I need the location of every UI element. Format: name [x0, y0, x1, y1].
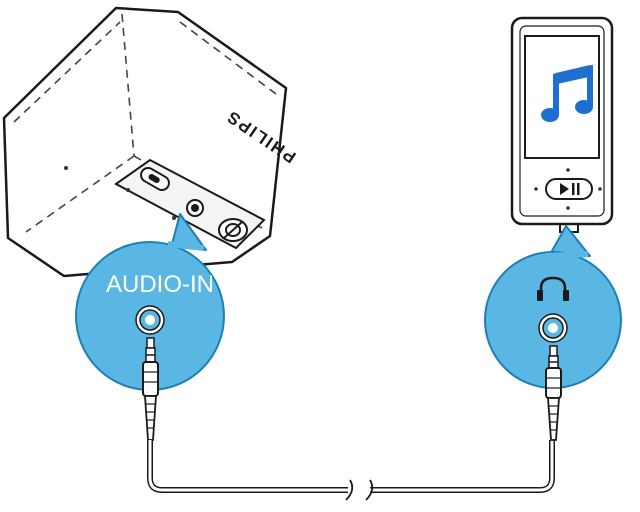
speaker-switch-slot	[140, 167, 170, 191]
headphone-port-callout	[484, 225, 622, 389]
music-note-icon	[541, 65, 593, 122]
left-cable-plug	[142, 337, 159, 441]
audio-cable	[147, 440, 555, 501]
audio-in-jack-icon	[135, 305, 165, 335]
audio-in-callout: AUDIO-IN	[75, 213, 225, 391]
music-player	[510, 16, 614, 233]
speaker-cube: PHILIPS	[2, 6, 299, 278]
headphone-jack-port	[538, 313, 568, 343]
right-cable-plug	[545, 345, 562, 441]
speaker-audio-in-port	[186, 199, 204, 217]
player-screen	[524, 35, 600, 159]
audio-in-label: AUDIO-IN	[106, 271, 214, 298]
play-pause-icon	[545, 178, 593, 200]
headphones-icon	[537, 276, 569, 301]
speaker-power-switch	[218, 218, 248, 242]
